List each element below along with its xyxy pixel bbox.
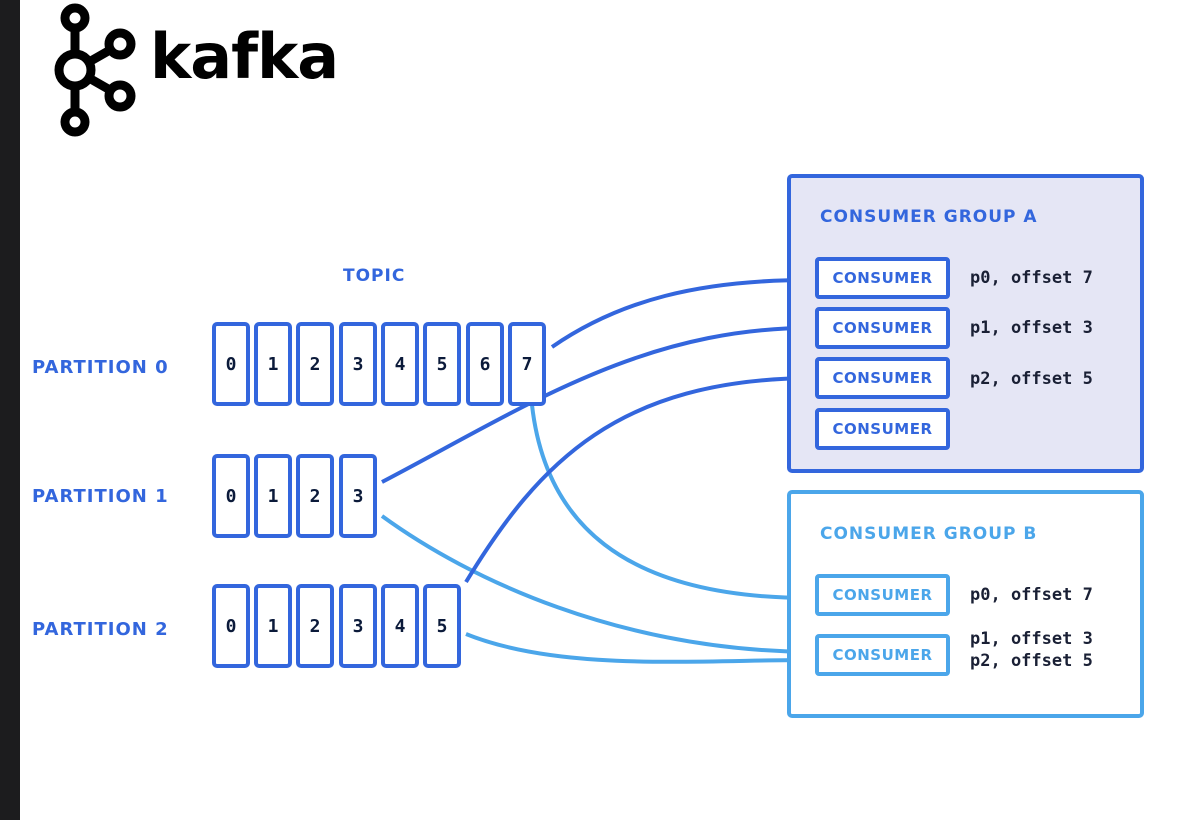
- arrow-p2-to-group-a: [464, 374, 812, 584]
- topic-label: TOPIC: [343, 266, 406, 286]
- consumer-group-b-title: CONSUMER GROUP B: [820, 524, 1038, 544]
- partition-0-cell: 2: [296, 322, 334, 406]
- consumer-a-4: CONSUMER: [815, 408, 950, 450]
- consumer-b-2: CONSUMER: [815, 634, 950, 676]
- partition-2-cell: 5: [423, 584, 461, 668]
- partition-0-label: PARTITION 0: [32, 357, 169, 378]
- partition-0-cell: 7: [508, 322, 546, 406]
- consumer-group-a-title: CONSUMER GROUP A: [820, 207, 1038, 227]
- partition-2-cell: 3: [339, 584, 377, 668]
- consumer-a-1-offset: p0, offset 7: [970, 268, 1093, 288]
- window-edge: [0, 0, 20, 820]
- partition-0-cell: 0: [212, 322, 250, 406]
- partition-2-label: PARTITION 2: [32, 619, 169, 640]
- kafka-logo-icon: [54, 3, 136, 137]
- partition-2-cell: 4: [381, 584, 419, 668]
- partition-1-cell: 0: [212, 454, 250, 538]
- partition-2-cell: 2: [296, 584, 334, 668]
- partition-0-cell: 4: [381, 322, 419, 406]
- partition-1-cell: 2: [296, 454, 334, 538]
- consumer-a-2-offset: p1, offset 3: [970, 318, 1093, 338]
- partition-0-cell: 3: [339, 322, 377, 406]
- consumer-a-3-offset: p2, offset 5: [970, 369, 1093, 389]
- arrow-p1-to-group-b: [380, 514, 812, 656]
- partition-1-label: PARTITION 1: [32, 486, 169, 507]
- consumer-b-1-offset: p0, offset 7: [970, 585, 1093, 605]
- arrow-p0-to-group-a: [550, 276, 812, 349]
- partition-0-cell: 6: [466, 322, 504, 406]
- consumer-b-2-offset: p1, offset 3 p2, offset 5: [970, 629, 1093, 671]
- arrow-p1-to-group-a: [381, 324, 812, 484]
- partition-2-cell: 0: [212, 584, 250, 668]
- partition-0-cell: 1: [254, 322, 292, 406]
- partition-1-cell: 3: [339, 454, 377, 538]
- kafka-logo-text: kafka: [150, 20, 339, 93]
- partition-2-cell: 1: [254, 584, 292, 668]
- partition-0-cell: 5: [423, 322, 461, 406]
- kafka-logo: kafka: [50, 0, 370, 140]
- consumer-a-3: CONSUMER: [815, 357, 950, 399]
- arrow-p2-to-group-b: [465, 632, 812, 665]
- partition-1-cell: 1: [254, 454, 292, 538]
- consumer-b-1: CONSUMER: [815, 574, 950, 616]
- consumer-a-2: CONSUMER: [815, 307, 950, 349]
- consumer-a-1: CONSUMER: [815, 257, 950, 299]
- arrow-p0-to-group-b: [530, 404, 812, 602]
